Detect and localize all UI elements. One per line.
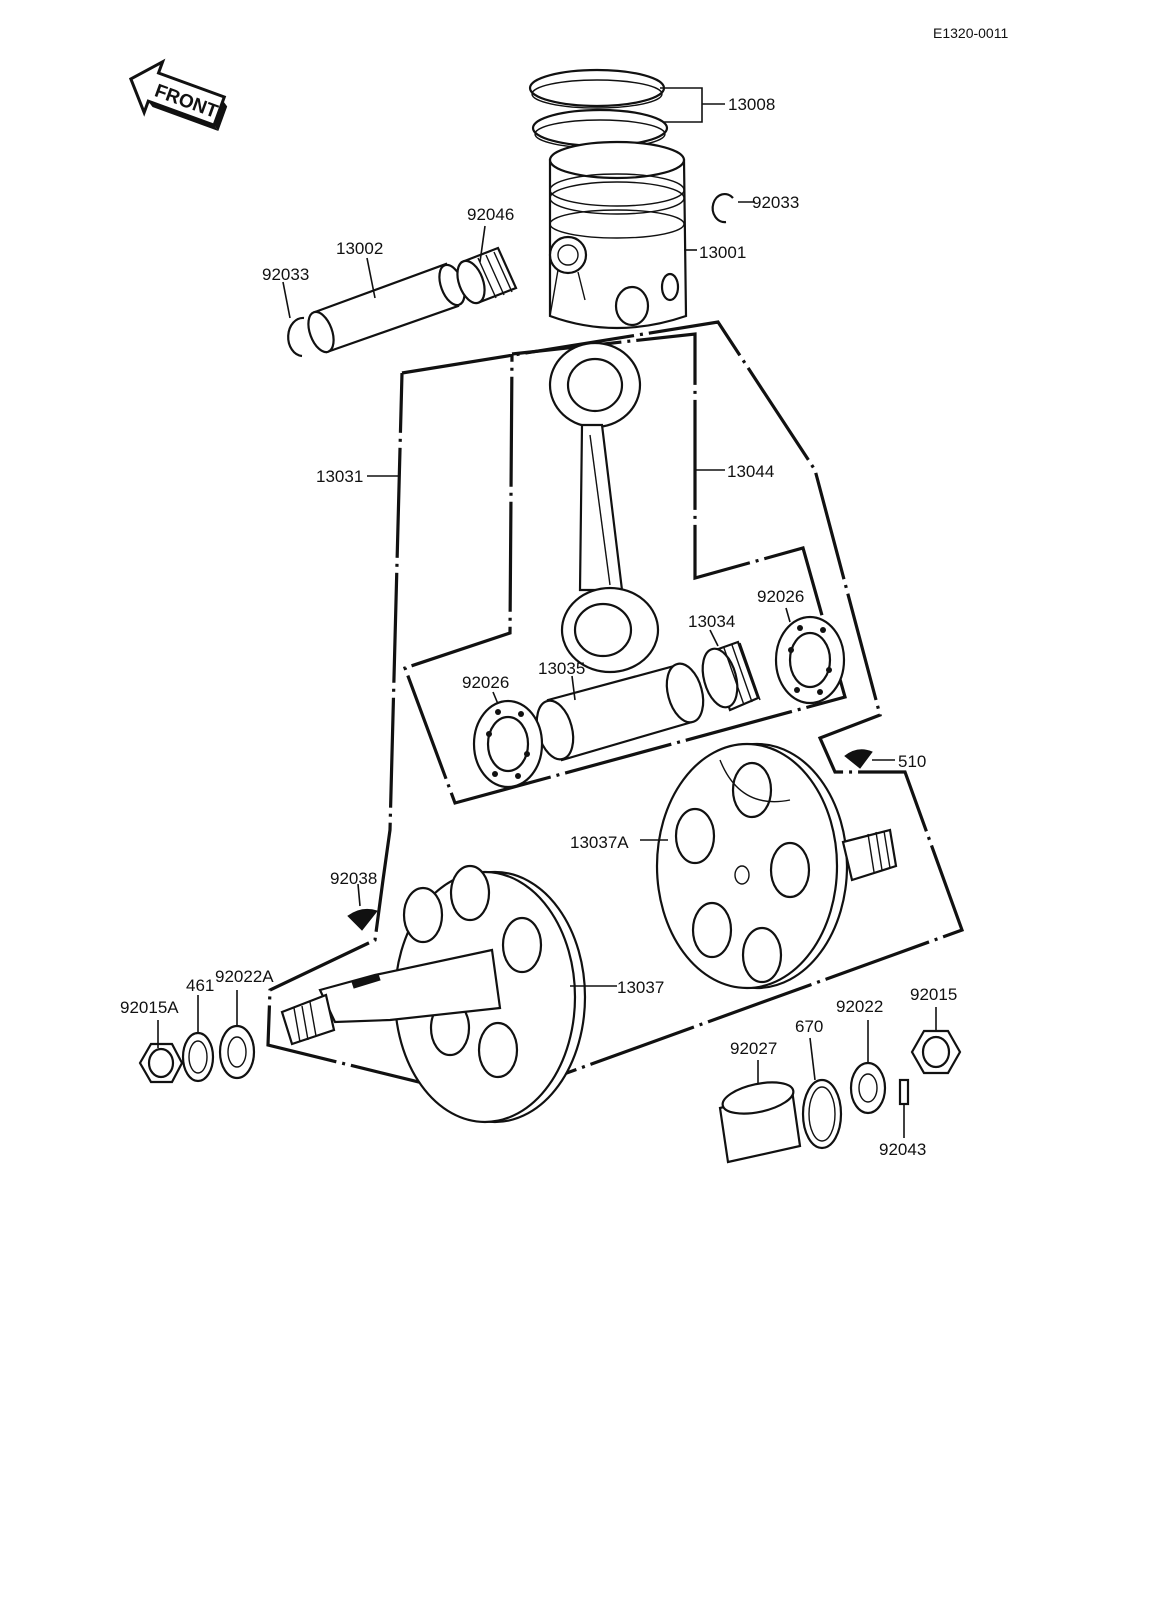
callout-13035: 13035 xyxy=(538,659,585,678)
callout-92027: 92027 xyxy=(730,1039,777,1058)
circlip-left xyxy=(287,316,305,358)
nut-right xyxy=(910,1029,962,1075)
crankshaft-assembly-frame xyxy=(266,320,965,1102)
circlip-right xyxy=(711,193,734,224)
piston-rings xyxy=(528,68,669,149)
crank-flywheel-right xyxy=(655,742,898,990)
callout-92022A: 92022A xyxy=(215,967,274,986)
piston xyxy=(548,140,688,330)
callout-13031: 13031 xyxy=(316,467,363,486)
washer-92022 xyxy=(849,1061,887,1115)
callout-92046: 92046 xyxy=(467,205,514,224)
woodruff-key-510 xyxy=(844,749,873,769)
thrust-washer-right xyxy=(774,615,846,705)
callout-670: 670 xyxy=(795,1017,823,1036)
callout-13037A: 13037A xyxy=(570,833,629,852)
callout-92022: 92022 xyxy=(836,997,883,1016)
oil-seal-670 xyxy=(801,1078,843,1150)
callout-13034: 13034 xyxy=(688,612,735,631)
woodruff-key-92038 xyxy=(347,908,378,931)
big-end-bearing xyxy=(701,640,761,712)
connecting-rod xyxy=(548,341,660,674)
crank-pin xyxy=(535,662,705,762)
callout-13002: 13002 xyxy=(336,239,383,258)
leader-lines xyxy=(157,87,937,1138)
callout-510: 510 xyxy=(898,752,926,771)
piston-pin xyxy=(307,262,466,354)
pin-92043 xyxy=(898,1078,910,1106)
lock-washer-461 xyxy=(181,1031,215,1083)
callout-461: 461 xyxy=(186,976,214,995)
callout-92015A: 92015A xyxy=(120,998,179,1017)
callout-92038: 92038 xyxy=(330,869,377,888)
callout-92026-left: 92026 xyxy=(462,673,509,692)
document-code: E1320-0011 xyxy=(933,25,1008,41)
collar-92027 xyxy=(718,1081,802,1164)
front-arrow-icon: FRONT xyxy=(128,58,228,131)
small-end-bearing xyxy=(456,246,518,305)
callout-92015: 92015 xyxy=(910,985,957,1004)
thrust-washer-left xyxy=(472,699,544,789)
nut-left xyxy=(138,1042,184,1084)
connecting-rod-assembly-frame xyxy=(402,332,847,805)
callout-13001: 13001 xyxy=(699,243,746,262)
callout-92033-right: 92033 xyxy=(752,193,799,212)
callout-13008: 13008 xyxy=(728,95,775,114)
callout-92026-right: 92026 xyxy=(757,587,804,606)
callout-92033-left: 92033 xyxy=(262,265,309,284)
callout-13037: 13037 xyxy=(617,978,664,997)
callout-92043: 92043 xyxy=(879,1140,926,1159)
crank-flywheel-left xyxy=(280,864,587,1124)
washer-92022A xyxy=(218,1024,256,1080)
callout-13044: 13044 xyxy=(727,462,774,481)
